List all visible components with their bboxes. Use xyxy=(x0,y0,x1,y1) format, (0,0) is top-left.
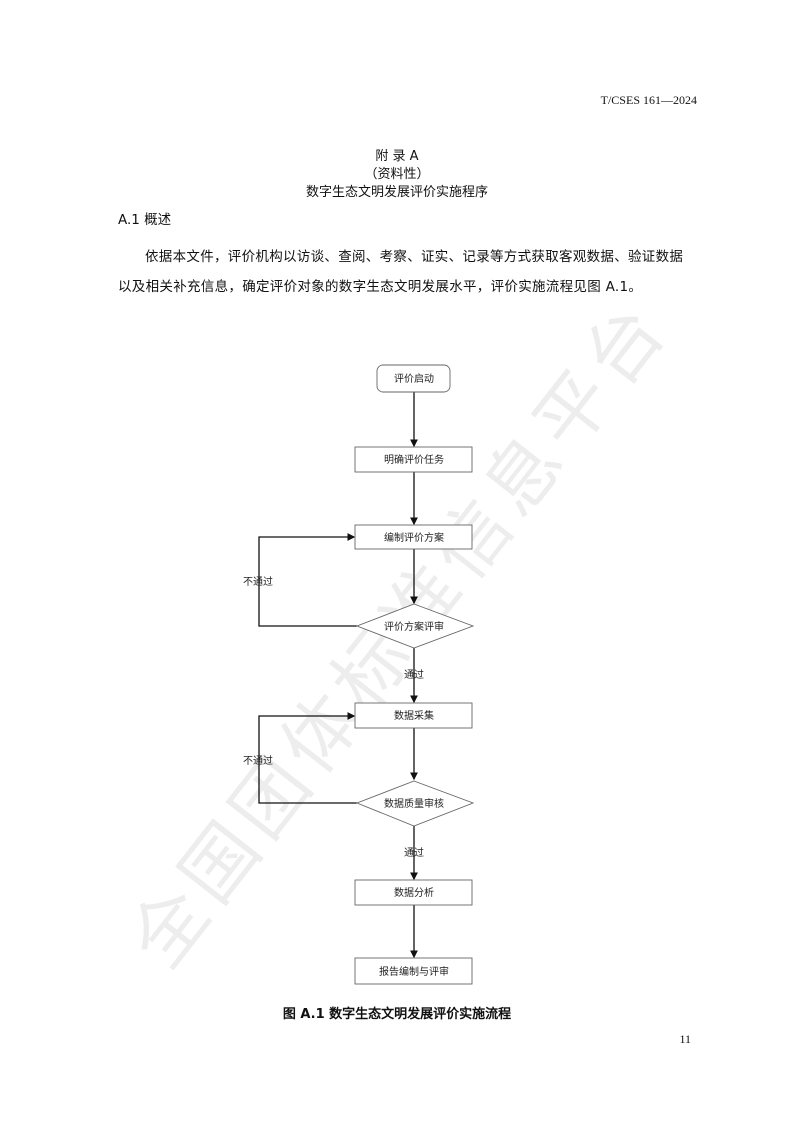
decision-label: 数据质量审核 xyxy=(384,797,444,810)
decision-node xyxy=(355,603,475,649)
section-heading: A.1 概述 xyxy=(118,212,172,228)
process-node xyxy=(354,957,473,985)
process-node xyxy=(354,524,473,550)
step-label: 报告编制与评审 xyxy=(379,965,449,978)
loop-arrow xyxy=(258,712,357,804)
appendix-title: 附 录 A xyxy=(375,149,419,164)
paragraph-line-1: 依据本文件，评价机构以访谈、查阅、考察、证实、记录等方式获取客观数据、验证数据 xyxy=(145,249,684,265)
loop-arrow xyxy=(258,533,357,627)
step-label: 数据采集 xyxy=(394,709,434,722)
decision-label: 评价方案评审 xyxy=(384,620,444,633)
step-label: 数据分析 xyxy=(394,886,434,899)
process-node xyxy=(354,879,473,906)
appendix-nature: （资料性） xyxy=(364,167,430,182)
document-id: T/CSES 161—2024 xyxy=(600,93,697,107)
page-number: 11 xyxy=(679,1032,691,1046)
step-label: 编制评价方案 xyxy=(384,531,444,544)
figure-caption: 图 A.1 数字生态文明发展评价实施流程 xyxy=(282,1007,512,1022)
paragraph-line-2: 以及相关补充信息，确定评价对象的数字生态文明发展水平，评价实施流程见图 A.1。 xyxy=(118,279,643,295)
start-label: 评价启动 xyxy=(394,372,434,385)
decision-node xyxy=(355,780,475,827)
pass-label: 通过 xyxy=(404,846,424,859)
pass-label: 通过 xyxy=(404,668,424,681)
fail-label: 不通过 xyxy=(243,754,273,767)
step-label: 明确评价任务 xyxy=(384,453,444,466)
process-node xyxy=(354,446,473,473)
process-node xyxy=(354,702,473,729)
appendix-main-title: 数字生态文明发展评价实施程序 xyxy=(305,185,488,200)
fail-label: 不通过 xyxy=(243,575,273,588)
start-node xyxy=(376,364,451,393)
